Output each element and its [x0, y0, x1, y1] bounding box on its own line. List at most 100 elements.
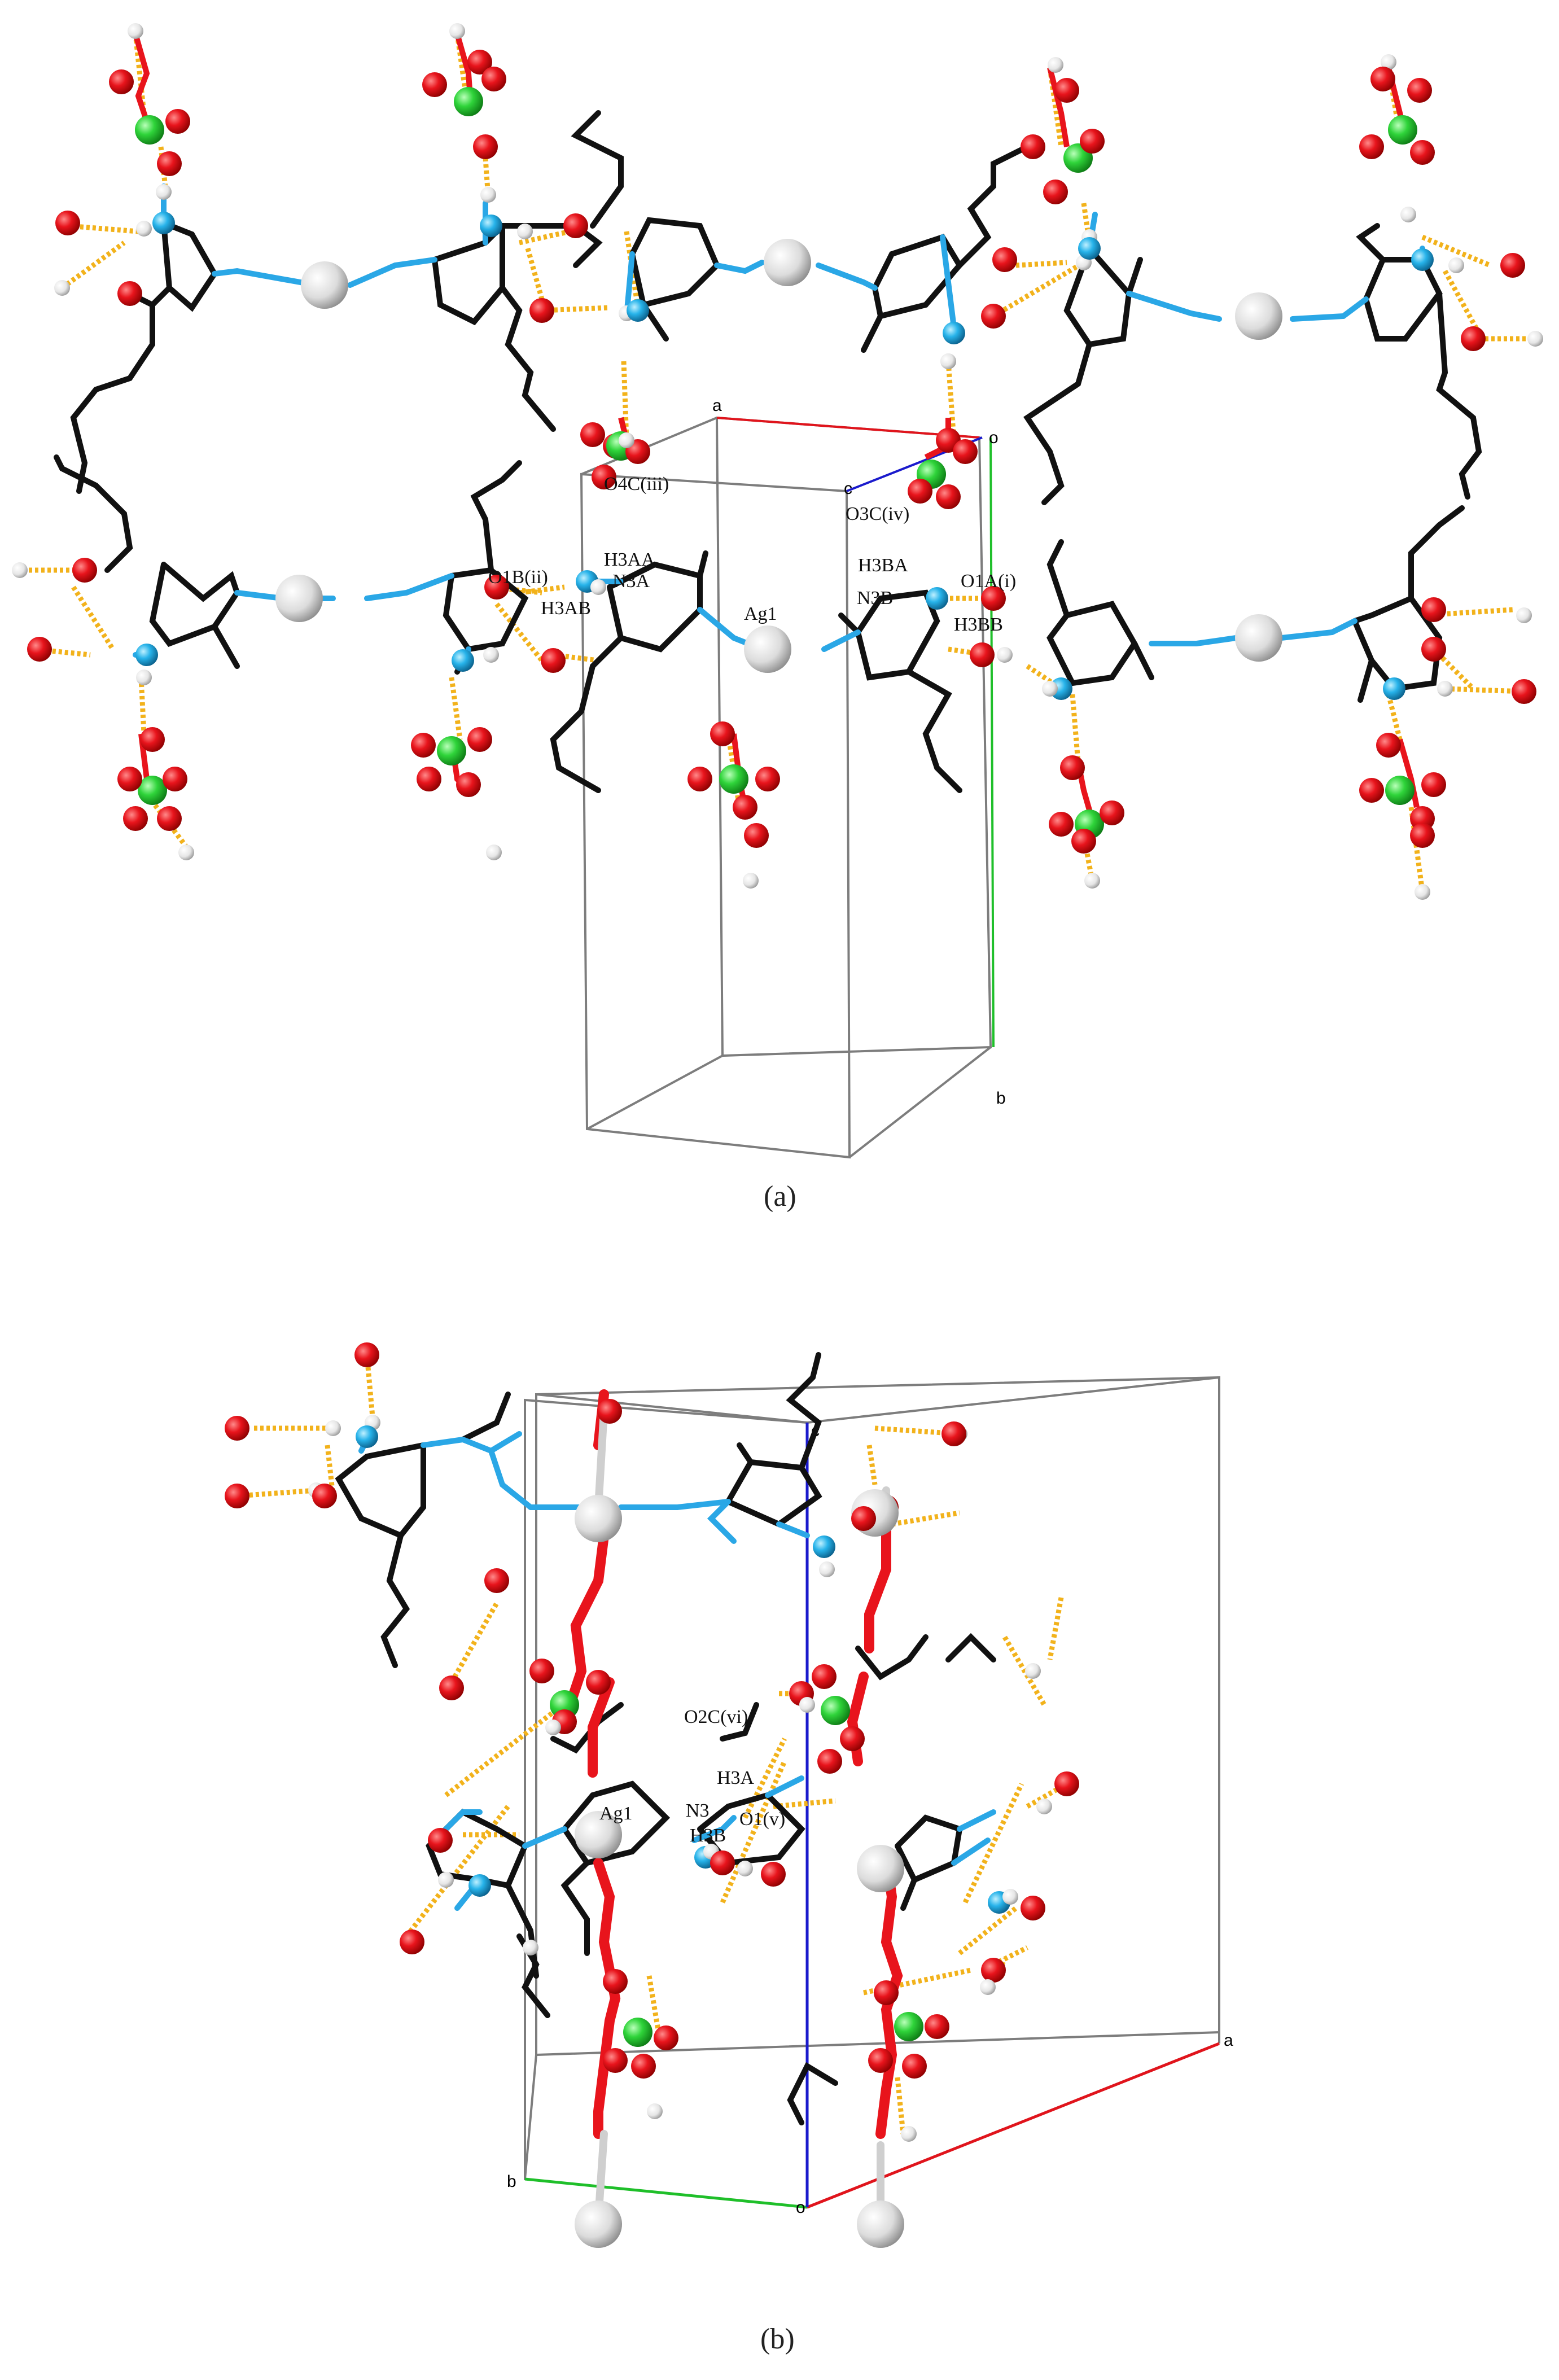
oxygen-atom — [541, 648, 566, 673]
label-H3BB: H3BB — [954, 614, 1003, 635]
axis-label-b-panel-b: b — [507, 2172, 516, 2191]
unit-cell-a — [580, 416, 995, 1159]
oxygen-atom — [603, 1969, 628, 1994]
label-O4C-iii: O4C(iii) — [604, 474, 669, 495]
oxygen-atom — [467, 50, 492, 75]
label-O2C-vi: O2C(vi) — [684, 1707, 748, 1727]
panel-b: b o a c — [0, 1242, 1559, 2380]
oxygen-atom — [902, 2054, 927, 2079]
bonds-perchlorate-a — [133, 33, 1420, 831]
oxygen-atom — [354, 1342, 379, 1367]
hydrogen-bonds-a — [23, 33, 1535, 893]
oxygen-atom — [733, 795, 757, 820]
axis-label-b: b — [996, 1089, 1006, 1108]
hydrogen-atom — [449, 23, 465, 39]
oxygen-atom — [710, 721, 735, 746]
oxygen-atom — [417, 767, 441, 791]
hydrogen-atom — [1048, 57, 1063, 73]
label-O1A-i: O1A(i) — [961, 571, 1016, 592]
oxygen-atom — [597, 1399, 622, 1424]
bonds-carbon-b — [335, 1352, 996, 2125]
nitrogen-atom — [152, 212, 175, 234]
nitrogen-atom — [480, 215, 502, 237]
oxygen-atom — [1071, 829, 1096, 854]
axis-label-o: o — [989, 428, 999, 447]
silver-atom — [301, 261, 348, 309]
chlorine-atom — [437, 736, 466, 765]
oxygen-atom — [123, 806, 148, 831]
chlorine-atom — [821, 1696, 850, 1725]
oxygen-atom — [631, 2054, 656, 2079]
oxygen-atom — [529, 298, 554, 323]
panel-a-structure: a o c b — [12, 23, 1543, 1159]
oxygen-atom — [312, 1484, 337, 1508]
hydrogen-atom — [980, 1979, 996, 1995]
hydrogen-atom — [483, 647, 499, 663]
oxygen-atom — [400, 1930, 424, 1954]
oxygen-atom — [851, 1506, 876, 1531]
oxygen-atom — [157, 151, 182, 176]
hydrogen-atom — [590, 579, 606, 595]
silver-atom — [1235, 614, 1282, 662]
unit-cell-b — [524, 1376, 1220, 2209]
oxygen-atom — [225, 1484, 249, 1508]
oxygen-atom — [761, 1862, 786, 1887]
oxygen-atom — [1021, 134, 1045, 159]
hydrogen-atom — [997, 647, 1013, 663]
label-H3BA: H3BA — [858, 555, 908, 576]
atoms-a — [12, 23, 1543, 900]
oxygen-atom — [580, 422, 605, 447]
oxygen-atom — [439, 1675, 464, 1700]
oxygen-atom — [1359, 134, 1384, 159]
label-N3A: N3A — [612, 571, 650, 592]
hydrogen-atom — [1448, 257, 1464, 273]
hydrogen-atom — [486, 845, 502, 860]
oxygen-atom — [1370, 67, 1395, 91]
oxygen-atom — [654, 2025, 678, 2050]
atom-labels-b: O2C(vi) H3A Ag1 N3 O1(v) H3B — [599, 1707, 785, 1846]
hydrogen-atom — [1400, 207, 1416, 222]
label-Ag1-b: Ag1 — [599, 1803, 633, 1824]
oxygen-atom — [1359, 778, 1384, 803]
hydrogen-atom — [1381, 54, 1396, 70]
oxygen-atom — [456, 772, 481, 797]
hydrogen-atom — [901, 2126, 917, 2142]
oxygen-atom — [1376, 733, 1401, 758]
hydrogen-atom — [178, 845, 194, 860]
atoms-b — [225, 1342, 1079, 2248]
chlorine-atom — [138, 776, 167, 805]
oxygen-atom — [529, 1659, 554, 1683]
oxygen-atom — [428, 1828, 453, 1853]
silver-atom — [764, 239, 811, 286]
hydrogen-atom — [156, 184, 172, 200]
hydrogen-atom — [12, 562, 28, 578]
oxygen-atom — [744, 823, 769, 848]
oxygen-atom — [586, 1670, 611, 1695]
oxygen-atom — [992, 247, 1017, 272]
hydrogen-atom — [1516, 607, 1532, 623]
oxygen-atom — [941, 1421, 966, 1446]
hydrogen-atom — [1527, 331, 1543, 347]
oxygen-atom — [592, 465, 616, 489]
oxygen-atom — [840, 1726, 865, 1751]
panel-b-structure: b o a c — [225, 1342, 1233, 2248]
oxygen-atom — [473, 134, 498, 159]
oxygen-atom — [1043, 180, 1068, 204]
oxygen-atom — [27, 637, 52, 662]
oxygen-atom — [755, 767, 780, 791]
label-O1B-ii: O1B(ii) — [488, 567, 548, 588]
nitrogen-atom — [135, 644, 158, 666]
chlorine-atom — [1385, 776, 1415, 805]
label-Ag1: Ag1 — [744, 603, 777, 624]
oxygen-atom — [117, 281, 142, 306]
hydrogen-atom — [1415, 884, 1430, 900]
hydrogen-atom — [940, 353, 956, 369]
nitrogen-atom — [1383, 677, 1405, 700]
hydrogen-atom — [128, 23, 143, 39]
oxygen-atom — [140, 727, 165, 752]
hydrogen-atom — [647, 2103, 663, 2119]
hydrogen-atom — [1002, 1889, 1018, 1905]
oxygen-atom — [874, 1980, 899, 2005]
bonds-carbon-a — [54, 110, 1482, 793]
oxygen-atom — [1421, 637, 1446, 662]
